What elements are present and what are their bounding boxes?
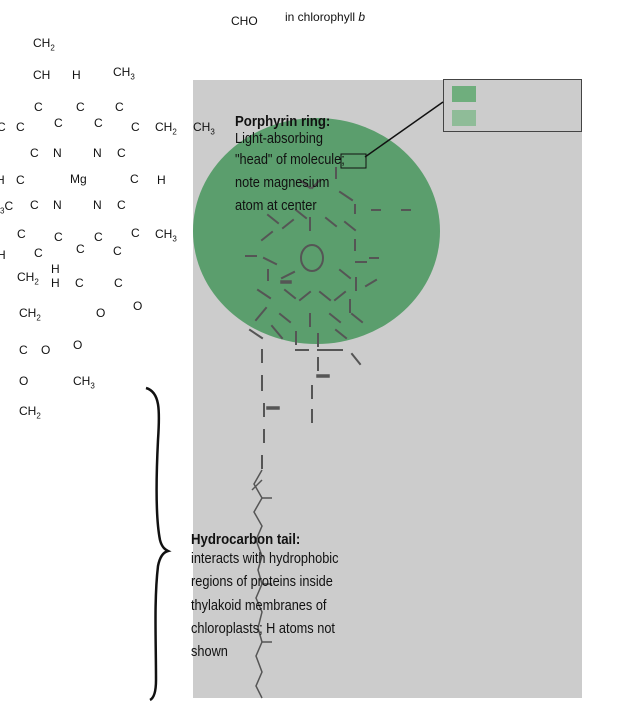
tail-title: Hydrocarbon tail: — [191, 531, 301, 548]
tail-brace — [145, 386, 172, 702]
porphyrin-bonds — [245, 167, 411, 469]
atom-r2-c3: C — [115, 100, 124, 114]
atom-r6-n2: N — [93, 198, 102, 212]
atom-r4-n2: N — [93, 146, 102, 160]
porphyrin-label: Porphyrin ring: Light-absorbing "head" o… — [235, 113, 395, 218]
tail-line-5: shown — [191, 644, 228, 661]
tail-line-1: interacts with hydrophobic — [191, 551, 339, 567]
hydrocarbon-tail-label: Hydrocarbon tail: interacts with hydroph… — [191, 531, 401, 664]
legend-box — [443, 79, 582, 132]
chlorophyll-variant: b — [358, 10, 366, 24]
atom-r6-h3c: 3C — [0, 199, 14, 216]
porphyrin-line-4: atom at center — [235, 198, 317, 214]
atom-r3-c2: C — [54, 116, 63, 130]
atom-r8-c1: C — [34, 246, 43, 260]
porphyrin-title: Porphyrin ring: — [235, 113, 331, 130]
callout-line — [364, 101, 444, 158]
magnesium-atom-ring — [300, 244, 324, 272]
atom-r10-o: O — [133, 299, 143, 313]
atom-r5-mg: Mg — [70, 172, 87, 186]
atom-r6-c1: C — [30, 198, 39, 212]
atom-r8-c3: C — [113, 244, 122, 258]
tail-side-bonds — [251, 479, 272, 643]
atom-r11-o: O — [96, 306, 106, 320]
atom-r5-c1: C — [16, 173, 25, 187]
porphyrin-line-2: "head" of molecule; — [235, 152, 345, 168]
atom-r12-c: C — [19, 343, 28, 357]
atom-r4-n1: N — [53, 146, 62, 160]
atom-r5-h1: H — [0, 173, 5, 187]
atom-r3-c4: C — [131, 120, 140, 134]
atom-r5-c2: C — [130, 172, 139, 186]
atom-r7-c2: C — [54, 230, 63, 244]
porphyrin-head-ellipse — [193, 118, 440, 344]
atom-r7-c3: C — [94, 230, 103, 244]
atom-r3-ch3: CH3 — [193, 120, 215, 137]
atom-r11-ch2: CH2 — [19, 306, 41, 323]
atom-r14-ch2: CH2 — [19, 404, 41, 421]
cho-label: CHO — [231, 14, 258, 28]
atom-r9-ch2: CH2 — [17, 270, 39, 287]
atom-r12-o2: O — [73, 338, 83, 352]
atom-h-top: H — [72, 68, 81, 82]
tail-line-2: regions of proteins inside — [191, 574, 333, 591]
atom-r9-h2: H — [51, 276, 60, 290]
atom-r8-h: H — [0, 248, 6, 262]
chlorophyll-b-note: in chlorophyll b — [285, 10, 366, 24]
atom-r8-c2: C — [76, 242, 85, 256]
porphyrin-line-1: Light-absorbing — [235, 131, 323, 147]
atom-r4-c2: C — [117, 146, 126, 160]
callout-box — [340, 153, 367, 169]
atom-ch3-top: CH3 — [113, 65, 135, 82]
legend-swatch-head — [452, 86, 476, 102]
atom-r9-h1: H — [51, 262, 60, 276]
atom-r4-c1: C — [30, 146, 39, 160]
atom-r9-c2: C — [114, 276, 123, 290]
tail-line-4: chloroplasts; H atoms not — [191, 620, 335, 637]
atom-ch: CH — [33, 68, 51, 82]
atom-r5-h2: H — [157, 173, 166, 187]
atom-r3-c1: C — [16, 120, 25, 134]
tail-line-3: thylakoid membranes of — [191, 597, 327, 614]
atom-r7-c4: C — [131, 226, 140, 240]
atom-r12-o1: O — [41, 343, 51, 357]
atom-r2-c2: C — [76, 100, 85, 114]
atom-r3-c0: C — [0, 120, 6, 134]
atom-ch2-top: CH2 — [33, 36, 55, 53]
atom-r3-ch2: CH2 — [155, 120, 177, 137]
atom-r7-c1: C — [17, 227, 26, 241]
legend-swatch-tail — [452, 110, 476, 126]
atom-r13-o: O — [19, 374, 29, 388]
atom-r13-ch3: CH3 — [73, 374, 95, 391]
atom-r9-c1: C — [75, 276, 84, 290]
atom-r7-ch3: CH3 — [155, 227, 177, 244]
porphyrin-line-3: note magnesium — [235, 175, 330, 191]
atom-r3-c3: C — [94, 116, 103, 130]
atom-r6-n1: N — [53, 198, 62, 212]
atom-r6-c2: C — [117, 198, 126, 212]
atom-r2-c1: C — [34, 100, 43, 114]
